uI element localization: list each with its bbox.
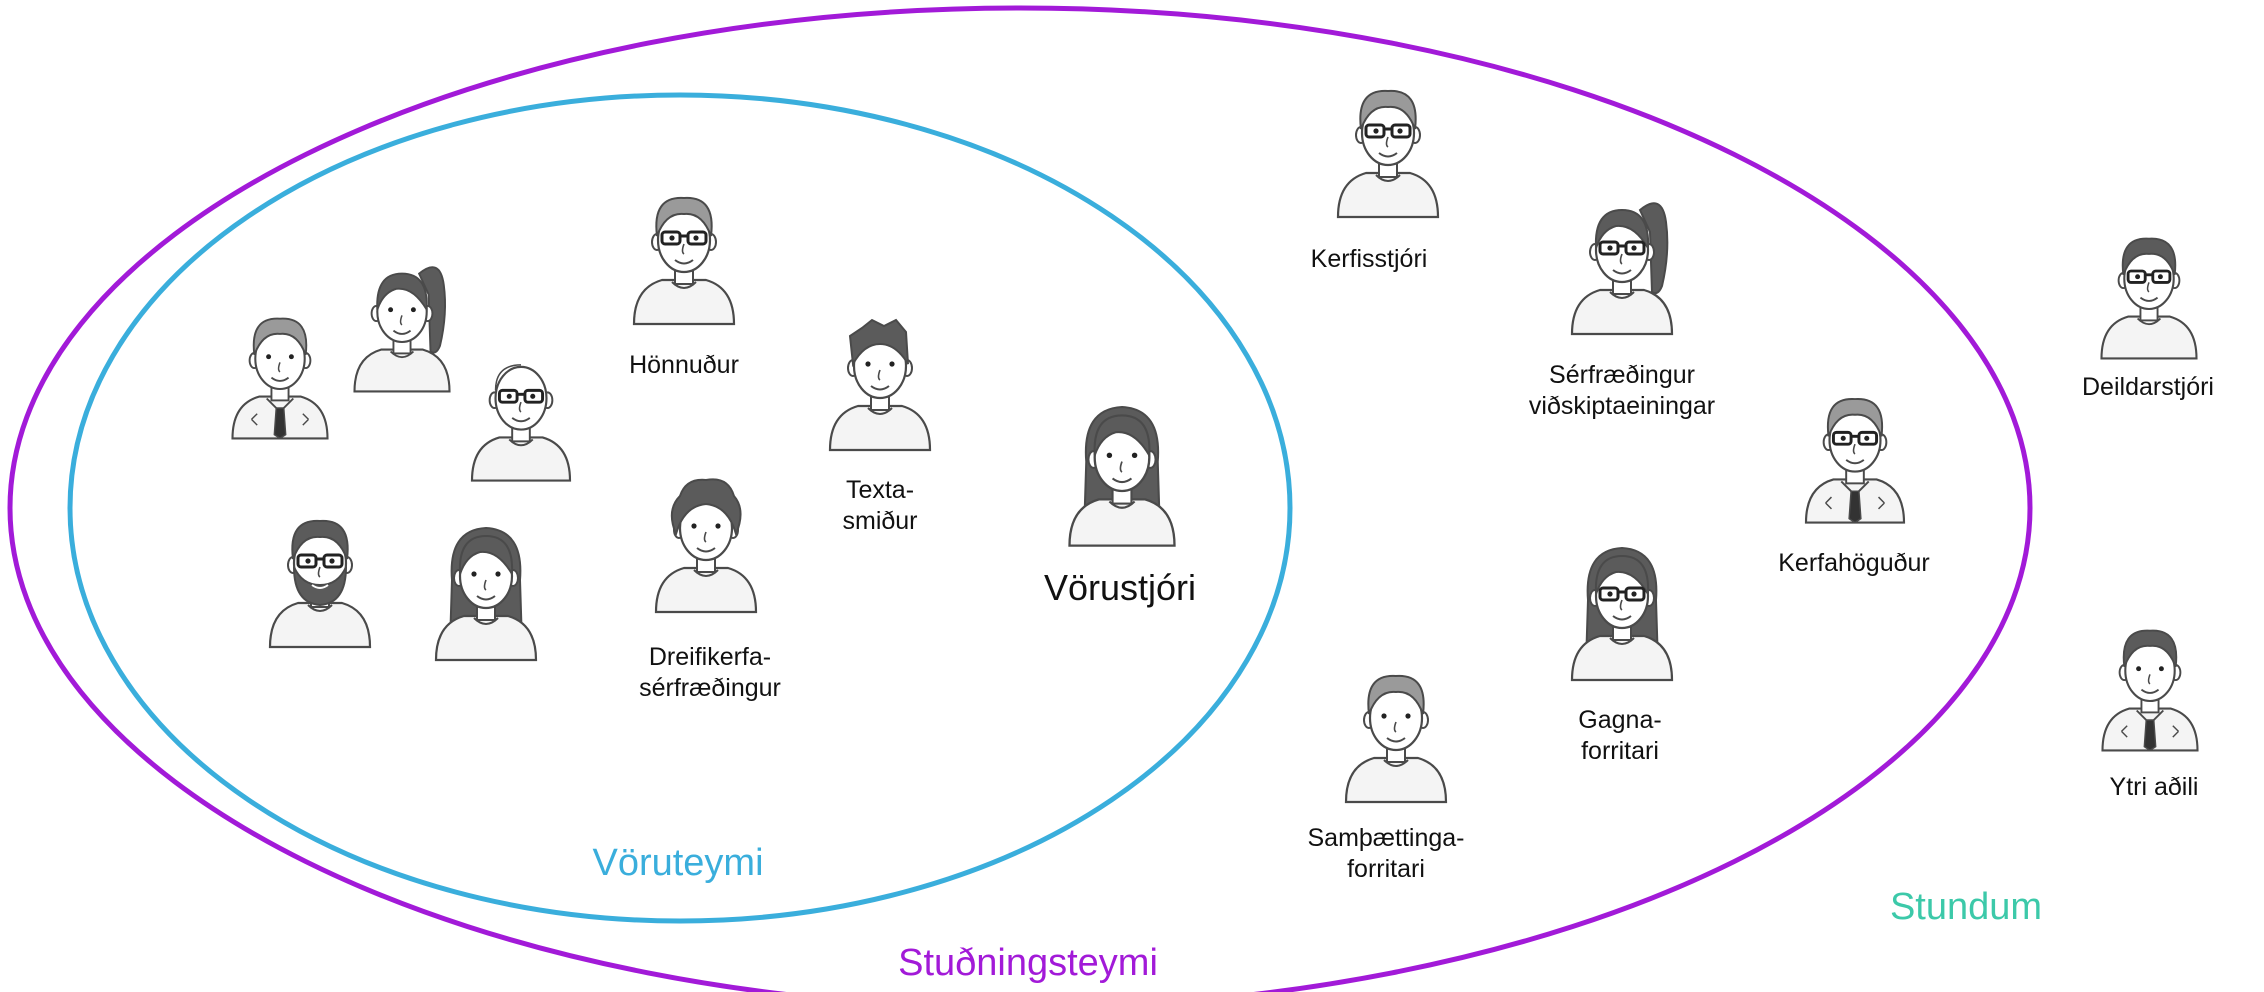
person-icon [654,478,758,614]
person-bald-icon [470,364,572,482]
person-icon [828,318,932,452]
person-ponytail-icon [353,266,451,393]
person-glasses-icon [1336,89,1440,219]
role-label-vorustjori: Vörustjóri [1043,567,1197,608]
role-label-dreifikerfa: Dreifikerfa-sérfræðingur [639,643,781,703]
role-label-gagnaforritari: Gagna-forritari [1578,706,1662,766]
person-long-hair-icon [1068,405,1176,547]
role-label-ytri-adili: Ytri aðili [2109,773,2199,801]
person-long-hair-icon [434,526,538,662]
role-label-samthaettingaforritari: Samþættinga-forritari [1307,824,1465,884]
stundum-label: Stundum [1889,886,2043,928]
people-layer [231,89,2199,804]
person-tie-icon [2101,629,2199,752]
person-ponytail-icon [1570,202,1674,336]
person-beard-icon [268,519,372,649]
role-label-textasmidur: Texta-smiður [842,476,918,536]
role-label-kerfahogudur: Kerfahöguður [1778,549,1930,577]
role-label-deildarstjori: Deildarstjóri [2082,373,2214,401]
person-glasses-icon [632,196,736,326]
role-label-honnudur: Hönnuður [629,351,739,379]
studningsteymi-label: Stuðningsteymi [884,942,1172,985]
person-tie-icon [231,317,329,440]
person-glasses-icon [2100,237,2198,360]
person-long-hair-icon [1570,546,1674,682]
role-label-kerfisstjori: Kerfisstjóri [1310,245,1428,273]
person-icon [1344,674,1448,804]
voruteymi-ellipse [67,92,1293,924]
person-tie-icon [1804,398,1906,524]
voruteymi-label: Vöruteymi [592,842,764,884]
studningsteymi-ellipse [7,5,2033,992]
